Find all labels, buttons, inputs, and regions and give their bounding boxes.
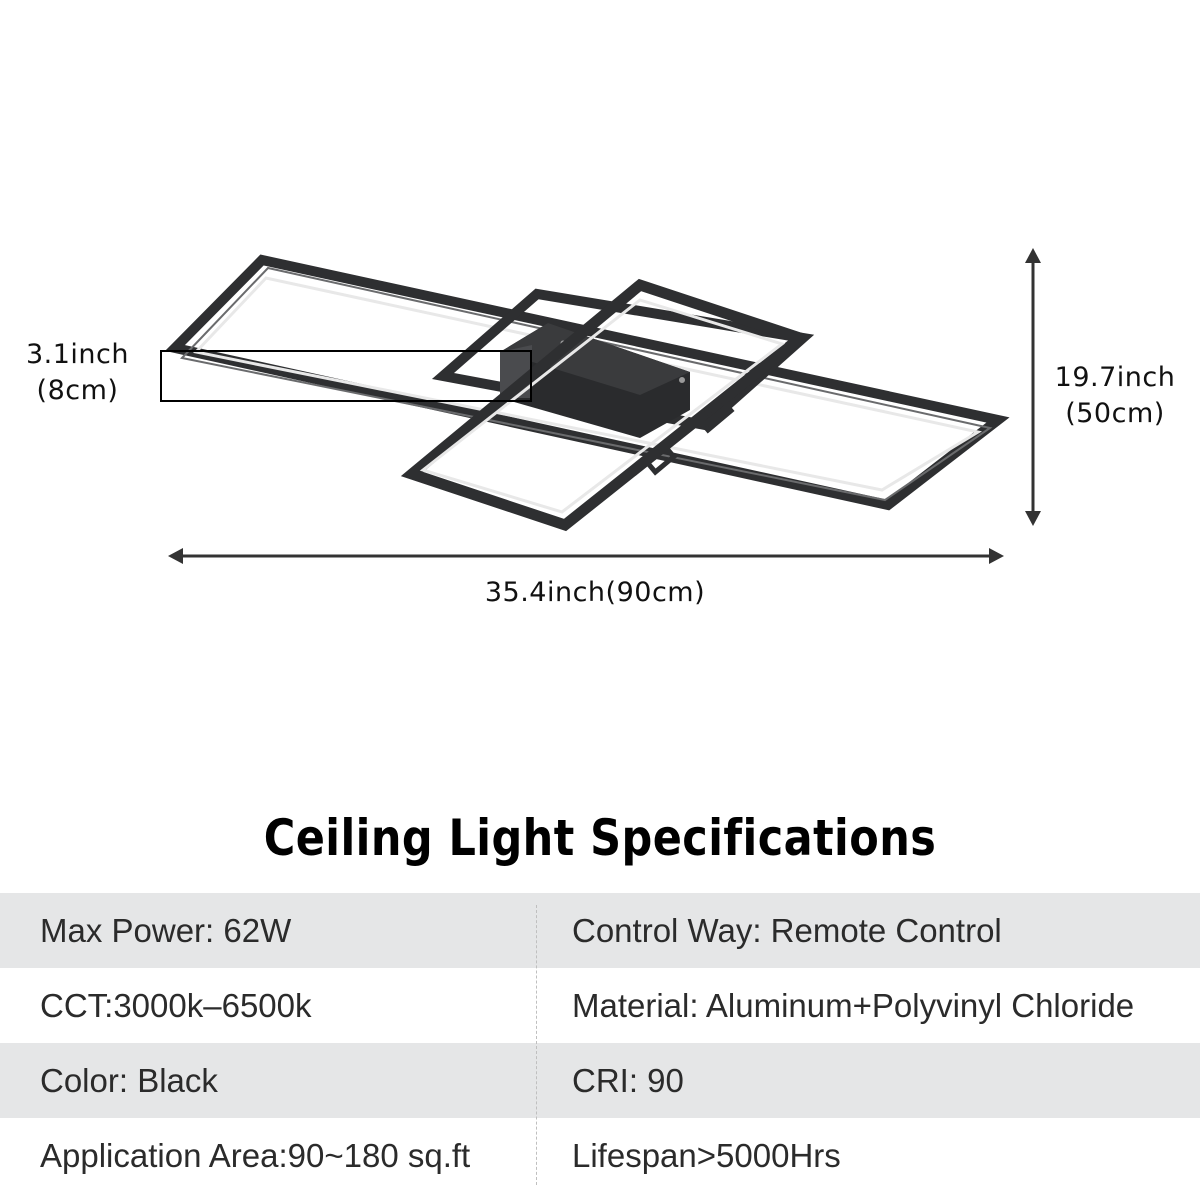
spec-row: Application Area:90~180 sq.ft Lifespan>5… [0,1118,1200,1193]
thickness-label: 3.1inch (8cm) [10,337,145,409]
width-text: 35.4inch(90cm) [484,577,706,608]
width-label: 35.4inch(90cm) [390,575,800,611]
spec-application-area: Application Area:90~180 sq.ft [40,1136,471,1174]
width-arrow [168,548,1004,564]
spec-max-power: Max Power: 62W [40,911,292,949]
spec-control-way: Control Way: Remote Control [572,911,1002,949]
spec-title: Ceiling Light Specifications [263,809,937,867]
thickness-cm: (8cm) [36,375,119,406]
depth-label: 19.7inch (50cm) [1045,360,1185,432]
thickness-callout-box [160,350,532,402]
product-dimension-diagram: 3.1inch (8cm) 19.7inch (50cm) 35.4inch(9… [10,248,1185,611]
front-tilted-frame [400,278,812,532]
thickness-inch: 3.1inch [25,339,129,370]
column-divider [536,905,537,1185]
spec-row: Max Power: 62W Control Way: Remote Contr… [0,893,1200,968]
spec-row: Color: Black CRI: 90 [0,1043,1200,1118]
spec-row: CCT:3000k–6500k Material: Aluminum+Polyv… [0,968,1200,1043]
spec-table: Max Power: 62W Control Way: Remote Contr… [0,893,1200,1193]
depth-arrow [1025,248,1041,526]
depth-cm: (50cm) [1065,398,1165,429]
spec-cri: CRI: 90 [572,1061,684,1099]
spec-material: Material: Aluminum+Polyvinyl Chloride [572,986,1135,1024]
ceiling-light-illustration [160,248,1041,564]
spec-lifespan: Lifespan>5000Hrs [572,1136,841,1174]
depth-inch: 19.7inch [1054,362,1176,393]
spec-color: Color: Black [40,1061,218,1099]
spec-cct: CCT:3000k–6500k [40,986,312,1024]
